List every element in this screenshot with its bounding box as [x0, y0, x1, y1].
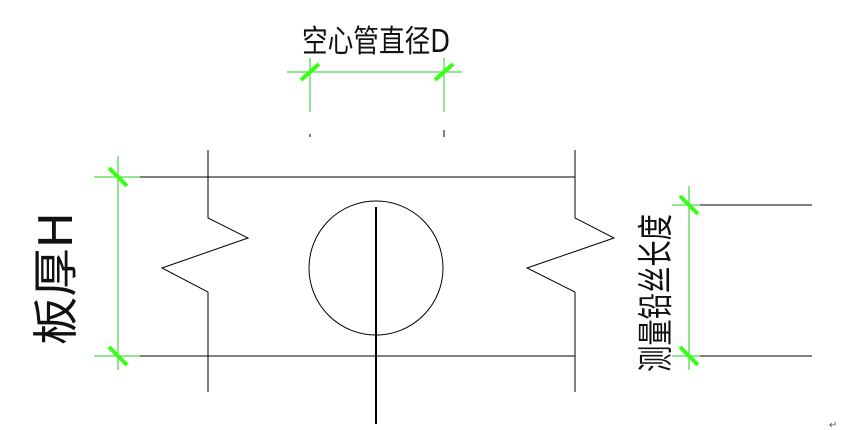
diameter-label: 空心管直径D: [302, 24, 450, 60]
diameter-dimension: 空心管直径D: [287, 24, 462, 137]
diameter-tick-right: [433, 62, 455, 82]
wire-tick-bottom: [678, 345, 700, 367]
thickness-dimension: 板厚H: [29, 156, 140, 370]
thickness-label: 板厚H: [29, 212, 83, 345]
left-break-line: [160, 150, 250, 392]
wire-length-dimension: 测量铅丝长度: [636, 186, 812, 372]
paragraph-mark: ↵: [829, 420, 837, 430]
diameter-tick-left: [299, 62, 321, 82]
wire-tick-top: [678, 194, 700, 216]
thickness-tick-top: [107, 166, 129, 188]
wire-length-label: 测量铅丝长度: [636, 214, 677, 372]
slab-section: [120, 150, 616, 424]
thickness-tick-bottom: [107, 345, 129, 367]
right-break-line: [525, 150, 616, 392]
